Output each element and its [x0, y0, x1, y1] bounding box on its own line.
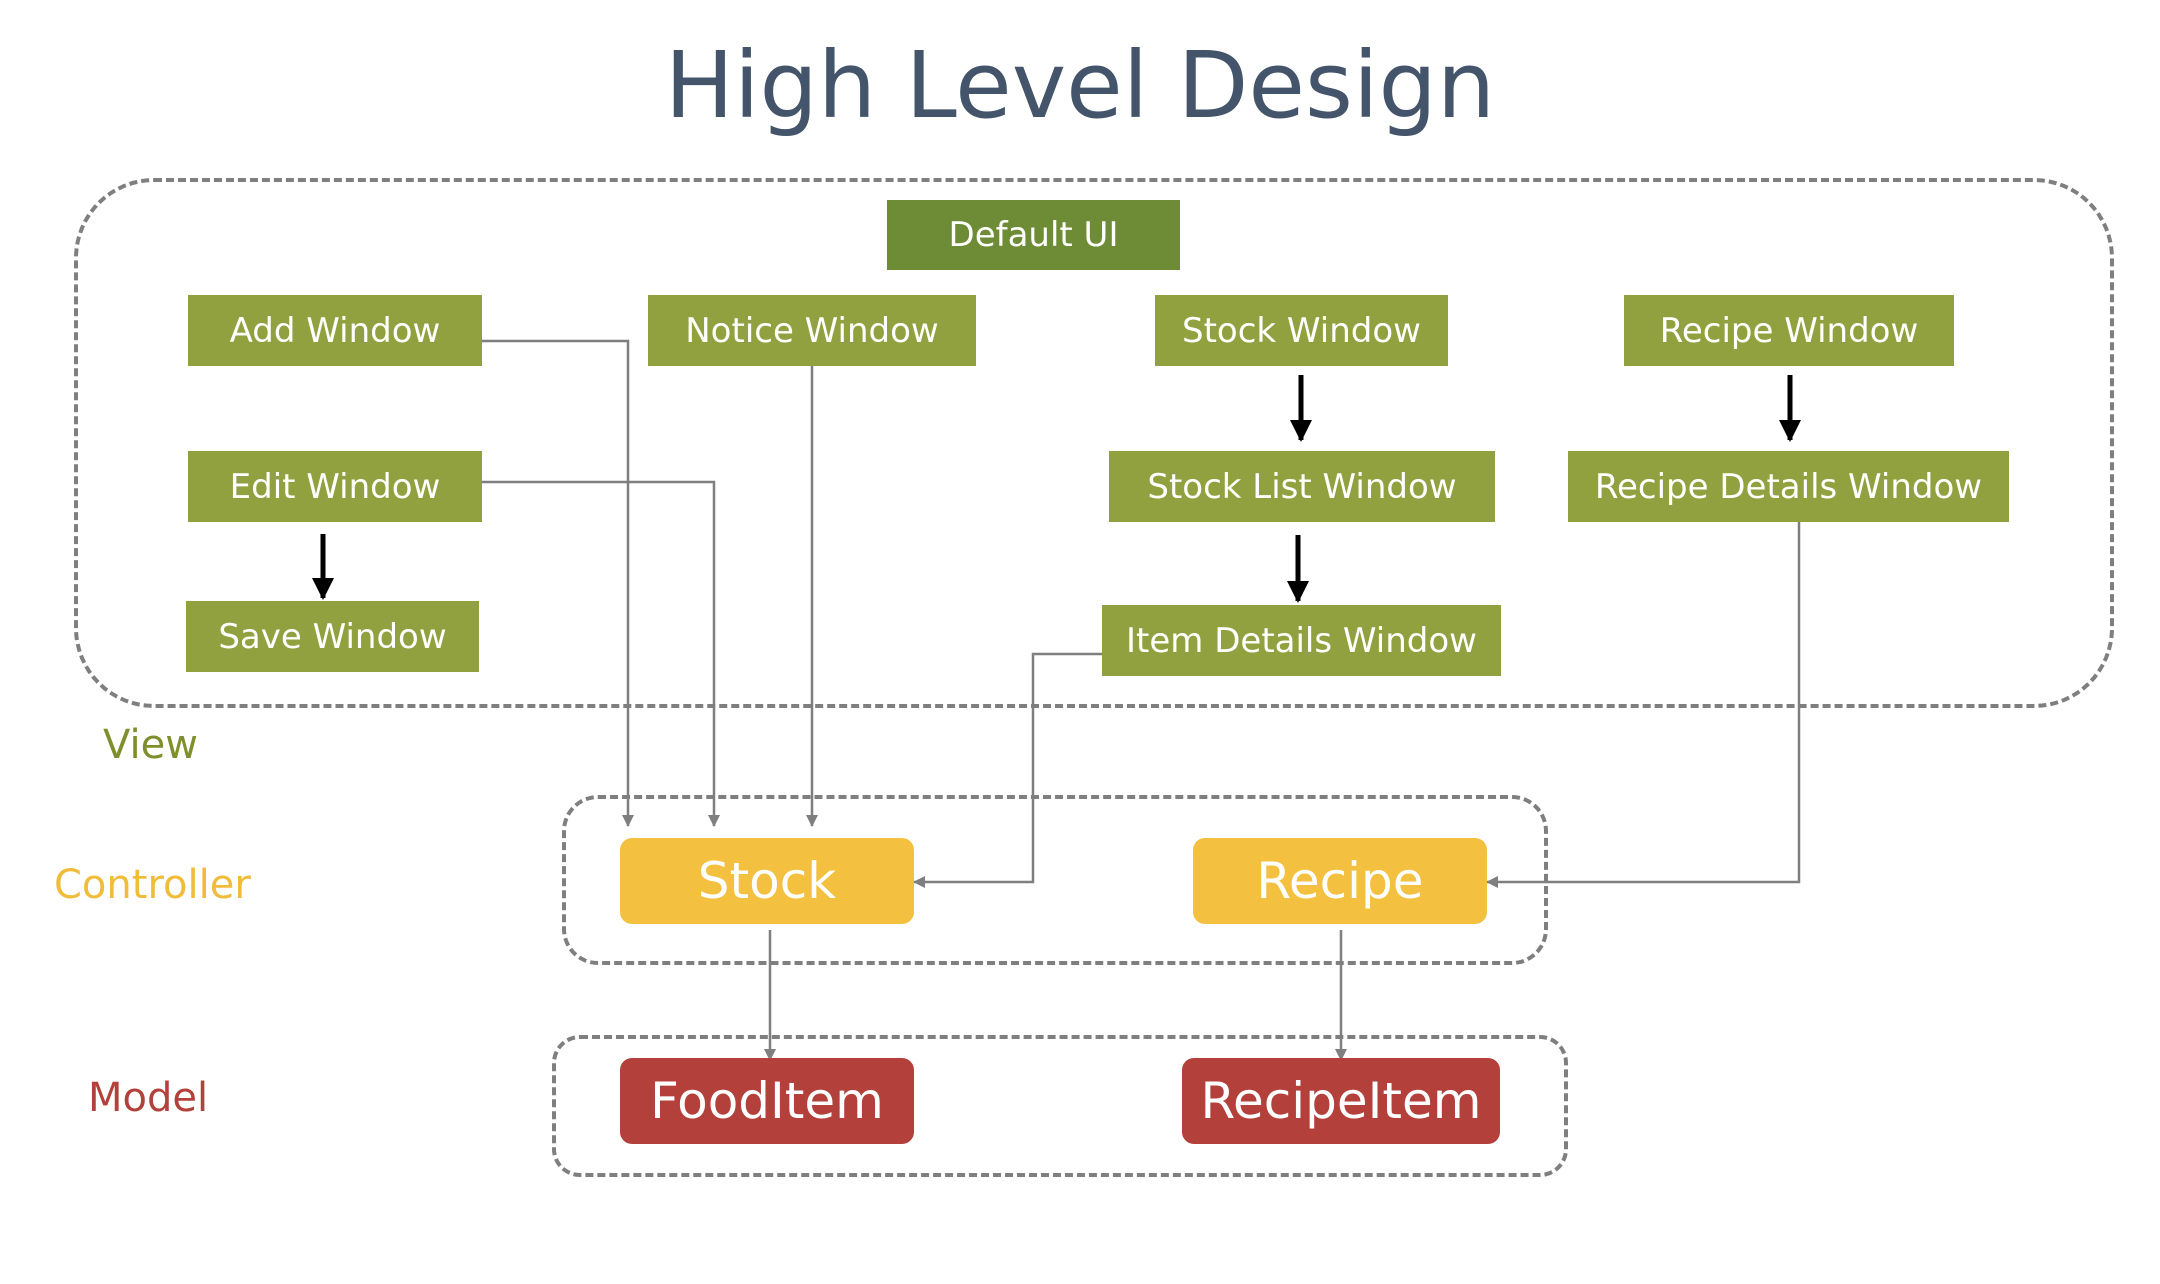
edit-window-node: Edit Window — [188, 451, 482, 522]
recipe-controller-node: Recipe — [1193, 838, 1487, 924]
controller-layer-label: Controller — [54, 862, 251, 908]
connector-edit-to-stock — [482, 480, 720, 827]
connector-recipe-details-to-recipe — [1486, 522, 1801, 888]
model-layer-label: Model — [88, 1075, 209, 1121]
view-layer-label: View — [103, 722, 198, 768]
notice-window-node: Notice Window — [648, 295, 976, 366]
fooditem-model-node: FoodItem — [620, 1058, 914, 1144]
default-ui-node: Default UI — [887, 200, 1180, 270]
recipe-details-window-node: Recipe Details Window — [1568, 451, 2009, 522]
stock-window-node: Stock Window — [1155, 295, 1448, 366]
connector-add-to-stock — [482, 339, 634, 827]
recipe-window-node: Recipe Window — [1624, 295, 1954, 366]
view-group — [74, 178, 2114, 708]
add-window-node: Add Window — [188, 295, 482, 366]
controller-group — [562, 795, 1548, 965]
page-title: High Level Design — [664, 32, 1496, 139]
save-window-node: Save Window — [186, 601, 479, 672]
recipeitem-model-node: RecipeItem — [1182, 1058, 1500, 1144]
stock-controller-node: Stock — [620, 838, 914, 924]
connector-item-details-to-stock — [913, 652, 1102, 888]
item-details-window-node: Item Details Window — [1102, 605, 1501, 676]
stock-list-window-node: Stock List Window — [1109, 451, 1495, 522]
model-group — [552, 1035, 1568, 1177]
